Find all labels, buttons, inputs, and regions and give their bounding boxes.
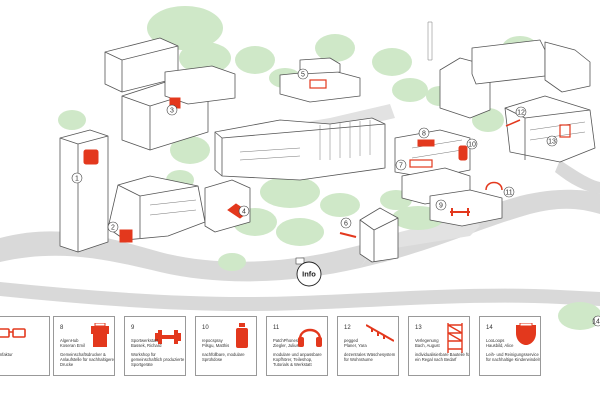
trees: [58, 6, 600, 330]
legend-card-12[interactable]: 12 pegged Planer, Yara dezentrales Wäsch…: [337, 316, 399, 376]
project-legend: brillenfaktur teil 8 AlgenHub Koseran Em…: [0, 316, 600, 400]
drying-rack-icon: [505, 119, 521, 127]
legend-title: Sportwerkstatt Bassek, Richard: [131, 338, 162, 348]
svg-text:10: 10: [468, 142, 476, 149]
svg-text:3: 3: [170, 108, 174, 115]
svg-text:7: 7: [399, 163, 403, 170]
headphones-icon: [485, 181, 503, 191]
legend-title: Verlegenung Bach, August: [415, 338, 440, 348]
marker-8[interactable]: 8: [418, 127, 430, 139]
svg-text:13: 13: [548, 139, 556, 146]
legend-number: 11: [273, 325, 280, 331]
dumbbell-icon: [155, 330, 181, 344]
map-markers: 1 2 3 4 5 6 7 8 9 10 11 12 13 14: [71, 68, 600, 327]
legend-card-9[interactable]: 9 Sportwerkstatt Bassek, Richard Worksho…: [124, 316, 186, 376]
printer-icon: [417, 139, 435, 147]
legend-title: PatchPhones Ziegler, Julius: [273, 338, 299, 348]
svg-text:2: 2: [111, 225, 115, 232]
dumbbell-icon: [450, 208, 470, 216]
diaper-icon: [516, 323, 536, 345]
marker-7[interactable]: 7: [395, 159, 407, 171]
svg-text:1: 1: [75, 176, 79, 183]
legend-description: dezentrales Wäschesystem für Wohnräume: [344, 352, 396, 362]
shelf-icon: [447, 323, 463, 353]
legend-card-14[interactable]: 14 LooLoops Hausbild, Alice Leih- und Re…: [479, 316, 541, 376]
spray-bottle-icon: [236, 323, 248, 348]
legend-number: 9: [131, 325, 135, 331]
legend-title: repocspray Pilsgu, Matthis: [202, 338, 230, 348]
legend-number: 14: [486, 325, 493, 331]
legend-number: 13: [415, 325, 422, 331]
marker-10[interactable]: 10: [466, 138, 478, 150]
info-sign-icon: [295, 257, 305, 265]
marker-1[interactable]: 1: [71, 172, 83, 184]
svg-text:11: 11: [505, 190, 512, 197]
legend-description: Gemeinschaftsdrucker & Anlaufstelle für …: [60, 352, 115, 367]
marker-12[interactable]: 12: [515, 106, 527, 118]
legend-number: 8: [60, 325, 64, 331]
headphones-icon: [298, 328, 322, 347]
legend-description: Leih- und Reinigungsservice für nachhalt…: [486, 352, 541, 362]
glasses-icon: [409, 159, 433, 168]
svg-text:5: 5: [301, 72, 305, 79]
marker-11[interactable]: 11: [503, 186, 515, 198]
glasses-icon: [309, 79, 327, 89]
legend-number: 12: [344, 325, 351, 331]
marker-9[interactable]: 9: [435, 199, 447, 211]
marker-14-edge[interactable]: 14: [592, 315, 600, 327]
legend-title: LooLoops Hausbild, Alice: [486, 338, 514, 348]
legend-card-0[interactable]: brillenfaktur teil: [0, 316, 50, 376]
drying-rack-icon: [366, 324, 394, 342]
legend-number: 10: [202, 325, 209, 331]
svg-text:6: 6: [344, 221, 348, 228]
legend-description: nachfüllbare, modulare Sprühdose: [202, 352, 245, 362]
printer-icon: [91, 323, 109, 347]
svg-text:12: 12: [517, 110, 525, 117]
printer-icon: [83, 149, 99, 165]
shelf-icon: [559, 124, 571, 138]
marker-4[interactable]: 4: [238, 205, 250, 217]
legend-title: brillenfaktur teil: [0, 352, 13, 357]
legend-card-8[interactable]: 8 AlgenHub Koseran Emil Gemeinschaftsdru…: [53, 316, 115, 376]
svg-text:9: 9: [439, 203, 443, 210]
spray-bottle-icon: [458, 145, 468, 161]
info-point[interactable]: Info: [295, 257, 322, 287]
legend-description: modulare und anpassbare Kopfhörer, Teile…: [273, 352, 322, 367]
building-details: [149, 21, 586, 216]
legend-card-11[interactable]: 11 PatchPhones Ziegler, Julius modulare …: [266, 316, 328, 376]
marker-6-icon: [339, 232, 357, 238]
marker-3[interactable]: 3: [166, 104, 178, 116]
legend-title: AlgenHub Koseran Emil: [60, 338, 85, 348]
marker-2[interactable]: 2: [107, 221, 119, 233]
legend-description: Workshop für gemeinschaftlich produziert…: [131, 352, 185, 367]
marker-6[interactable]: 6: [340, 217, 352, 229]
svg-text:4: 4: [242, 209, 246, 216]
svg-text:8: 8: [422, 131, 426, 138]
marker-2-icon: [119, 229, 133, 243]
marker-13[interactable]: 13: [546, 135, 558, 147]
info-circle: [296, 261, 322, 287]
legend-title: pegged Planer, Yara: [344, 338, 367, 348]
legend-card-13[interactable]: 13 Verlegenung Bach, August individualis…: [408, 316, 470, 376]
legend-card-10[interactable]: 10 repocspray Pilsgu, Matthis nachfüllba…: [195, 316, 257, 376]
marker-5[interactable]: 5: [297, 68, 309, 80]
info-label: Info: [302, 270, 316, 279]
glasses-icon: [0, 328, 26, 338]
legend-description: individualisierbare Bauteile für ein Reg…: [415, 352, 470, 362]
svg-text:14: 14: [592, 319, 600, 326]
buildings: [59, 37, 596, 263]
